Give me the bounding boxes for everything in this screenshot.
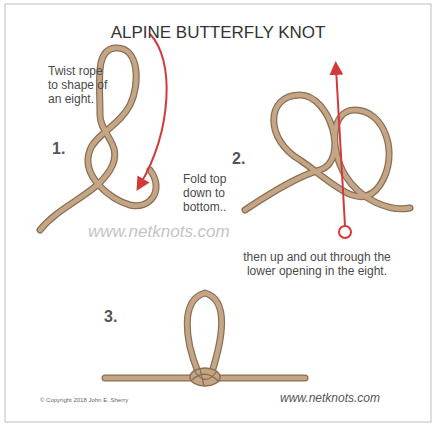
step-instruction: then up and out through the lower openin… bbox=[228, 250, 406, 278]
step-instruction: Twist rope to shape of an eight. bbox=[48, 64, 112, 106]
rope-folded-eight bbox=[245, 95, 410, 210]
step-instruction: Fold top down to bottom.. bbox=[183, 172, 235, 214]
rope-finished-knot bbox=[105, 293, 305, 386]
website-url: www.netknots.com bbox=[280, 391, 420, 405]
step-number: 3. bbox=[104, 308, 134, 326]
diagram-title: ALPINE BUTTERFLY KNOT bbox=[0, 23, 436, 43]
step-number: 1. bbox=[52, 140, 82, 158]
copyright-note: © Copyright 2018 John E. Sherry bbox=[40, 396, 180, 404]
fold-arrow bbox=[140, 34, 167, 185]
rope-figure-eight bbox=[40, 48, 156, 230]
watermark: www.netknots.com bbox=[88, 222, 248, 242]
lower-opening-mark bbox=[339, 226, 351, 238]
pull-through-arrow bbox=[336, 68, 345, 226]
frame bbox=[5, 4, 431, 422]
step-number: 2. bbox=[232, 150, 262, 168]
